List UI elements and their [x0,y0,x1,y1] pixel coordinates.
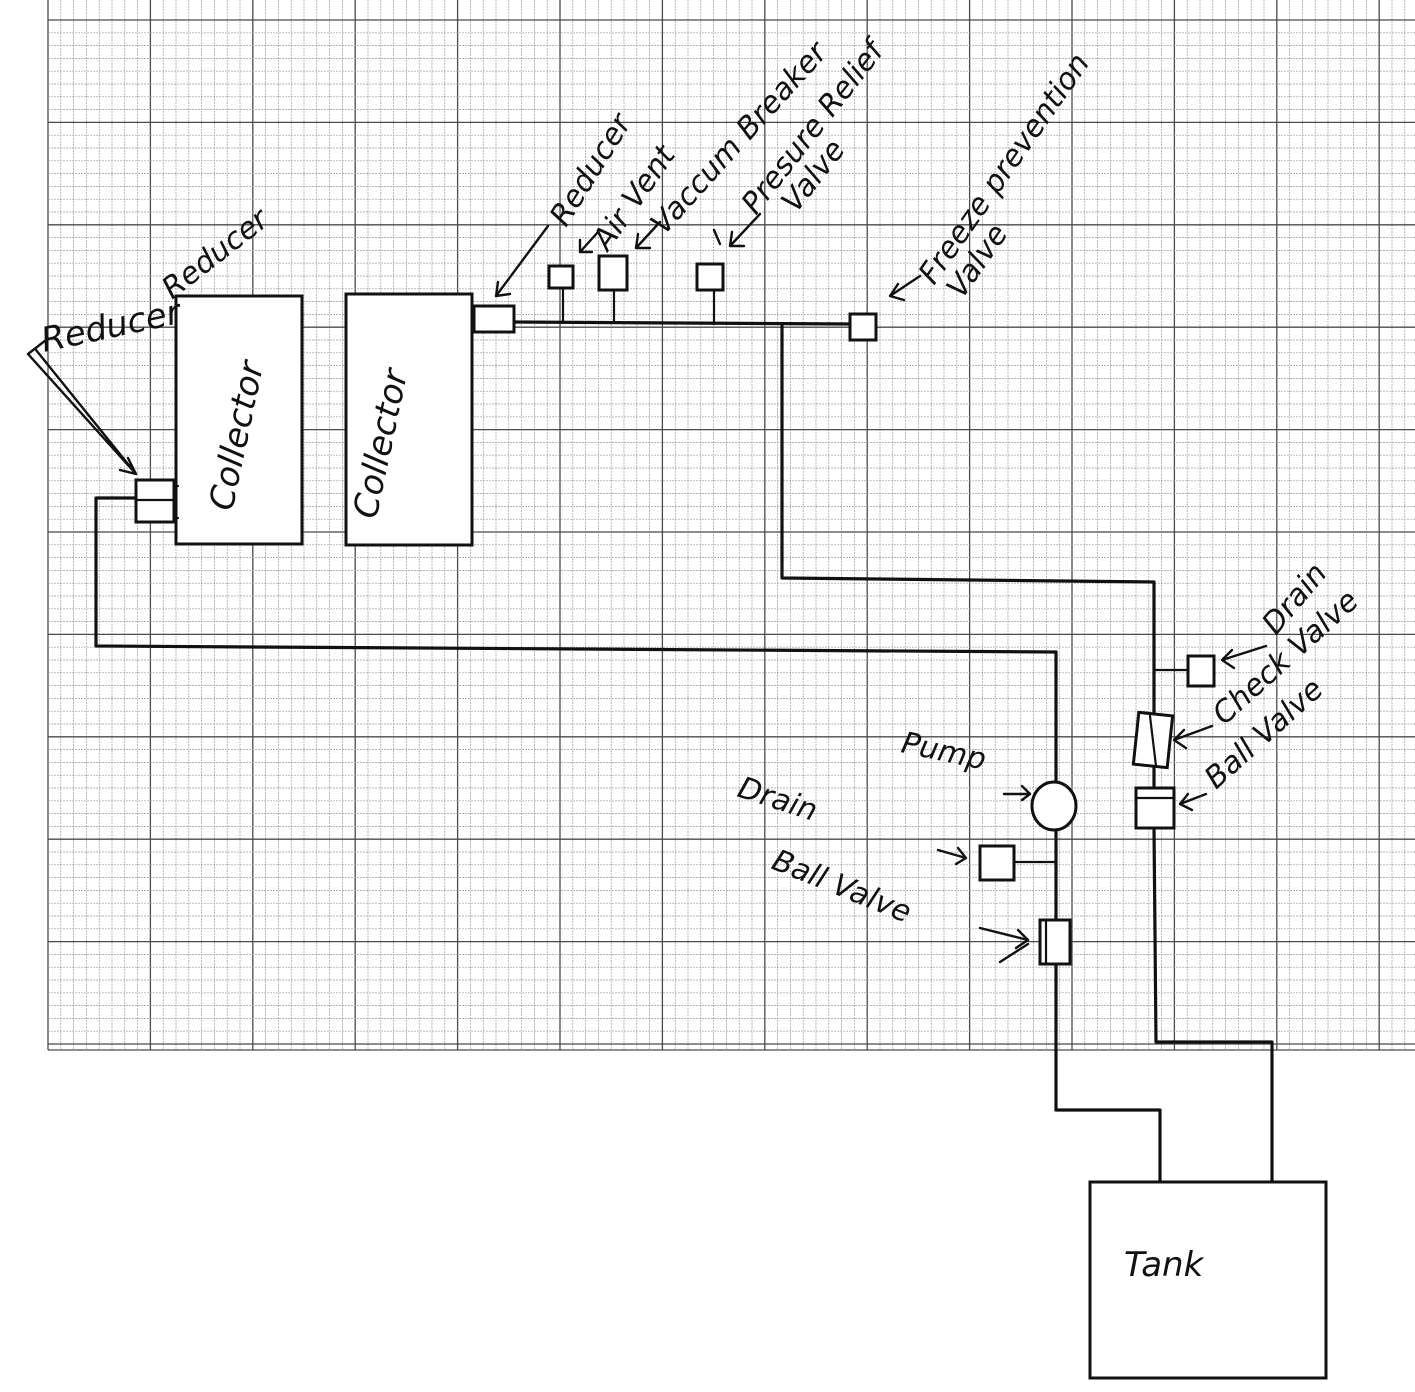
pump-symbol [1030,780,1078,832]
reducer-right [472,304,516,334]
tank-label: Tank [1124,1245,1205,1285]
check-valve-symbol [1131,710,1175,770]
ball-valve-right-symbol [1134,786,1176,830]
collector-right: Collector [344,292,474,547]
leader-arrows [26,212,1268,964]
reducer-left [134,478,176,524]
vacuum-breaker-symbol [597,254,629,292]
graph-paper-grid [47,0,1415,1051]
pipework [94,286,1274,1184]
freeze-prevention-valve-symbol [848,312,878,342]
pressure-relief-valve-symbol [695,262,725,292]
drain-left-symbol [978,844,1016,882]
ball-valve-left-symbol [1038,918,1072,966]
collector-left: Collector [174,294,304,546]
tank: Tank [1088,1180,1328,1380]
drain-right-symbol [1186,654,1216,688]
air-vent-symbol [547,264,575,290]
